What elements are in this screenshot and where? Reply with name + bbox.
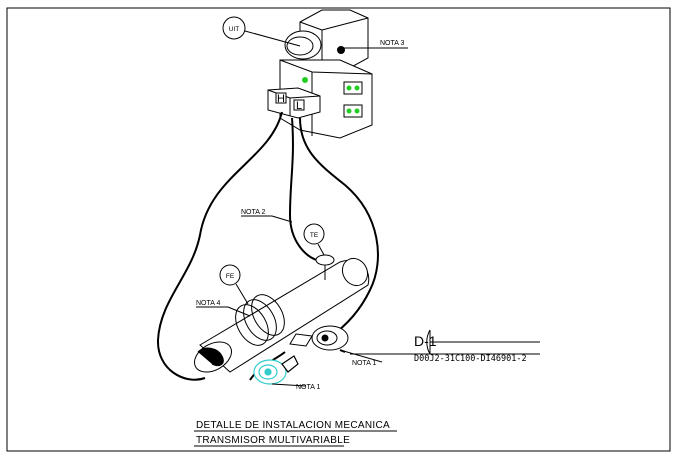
uit-bubble <box>222 16 246 40</box>
uit-leader <box>244 30 301 47</box>
status-led <box>346 108 352 114</box>
uit-label: UIT <box>229 26 240 33</box>
isolation-valve-right <box>289 325 349 351</box>
te-bubble <box>303 223 325 245</box>
nota1-right-label: NOTA 1 <box>352 360 376 367</box>
status-led <box>346 85 352 91</box>
port-l-label: L <box>296 100 302 112</box>
multivariable-transmitter <box>267 9 373 139</box>
nota4-label: NOTA 4 <box>196 300 220 307</box>
status-led <box>354 108 360 114</box>
fe-label: FE <box>226 273 235 280</box>
process-pipe <box>194 257 370 373</box>
nota1-right-leader <box>339 349 383 363</box>
flowmeter-ring <box>235 304 269 346</box>
nota1-bottom-label: NOTA 1 <box>296 384 320 391</box>
nota2-label: NOTA 2 <box>241 209 265 216</box>
temperature-element <box>315 254 335 280</box>
te-label: TE <box>310 232 319 239</box>
drawing-frame <box>6 7 671 452</box>
detail-id: D-1 <box>414 333 437 349</box>
detail-reference <box>350 329 540 355</box>
drawing-number: D00J2-31C100-DI46901-2 <box>414 354 527 364</box>
fe-bubble <box>219 264 241 286</box>
status-led <box>302 77 308 83</box>
isolation-valve-left <box>253 355 299 385</box>
nota3-label: NOTA 3 <box>380 40 404 47</box>
status-led <box>354 85 360 91</box>
port-h-label: H <box>277 93 285 105</box>
title-line-1: DETALLE DE INSTALACION MECANICA <box>196 420 390 431</box>
title-line-2: TRANSMISOR MULTIVARIABLE <box>196 435 350 446</box>
impulse-tubing <box>156 111 379 381</box>
nota1-bottom-leader <box>271 383 307 387</box>
